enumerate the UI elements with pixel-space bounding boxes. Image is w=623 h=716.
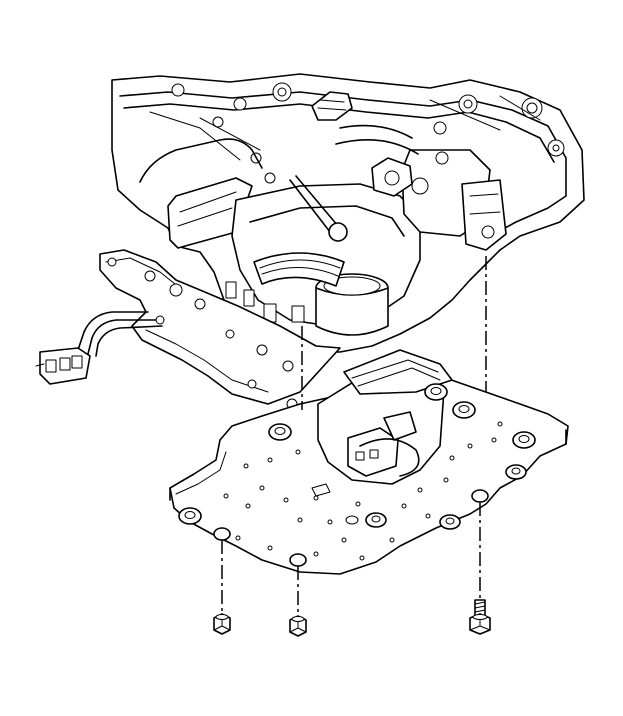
bolt-right (469, 599, 491, 635)
alignment-lines (221, 256, 487, 614)
transmission-case (111, 73, 585, 353)
spacer-plate-gasket (99, 249, 341, 410)
bolt-left (213, 613, 231, 635)
valve-body-plate (169, 349, 569, 575)
bolt-middle (289, 615, 307, 637)
wiring-harness-connector (35, 311, 163, 385)
